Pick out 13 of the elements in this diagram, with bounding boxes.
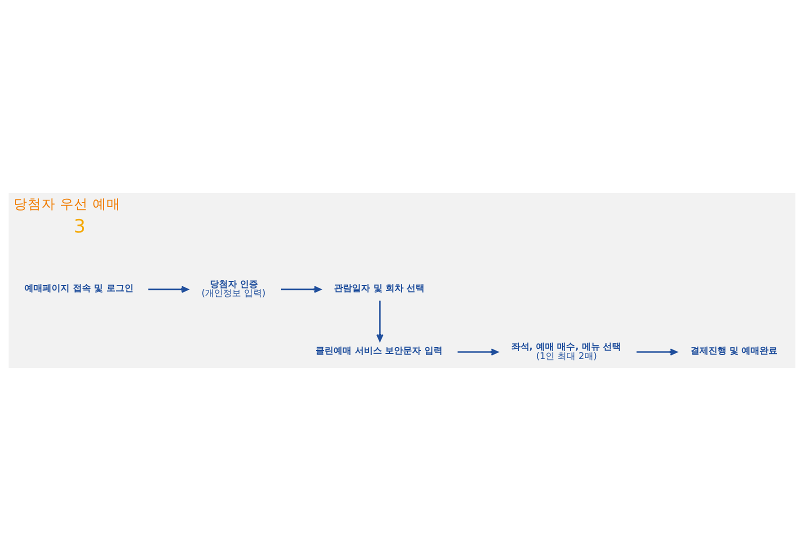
diagram-title: 당첨자 우선 예매 (14, 196, 120, 212)
label: 3 (74, 216, 86, 237)
node-text: 클린예매 서비스 보안문자 입력 (316, 345, 442, 356)
node-text: 당첨자 인증 (개인정보 입력) (202, 278, 266, 299)
arrow (148, 285, 189, 292)
node-text: 예매페이지 접속 및 로그인 (24, 282, 134, 294)
arrow (458, 348, 498, 356)
arrow (280, 285, 322, 292)
arrow (376, 300, 384, 342)
node-text: 좌석, 예매 매수, 메뉴 선택 (1인 최대 2매) (511, 341, 622, 362)
arrow (636, 348, 678, 356)
node-text: 관람일자 및 회차 선택 (334, 282, 425, 294)
node-text: 결제진행 및 예매완료 (690, 345, 778, 356)
